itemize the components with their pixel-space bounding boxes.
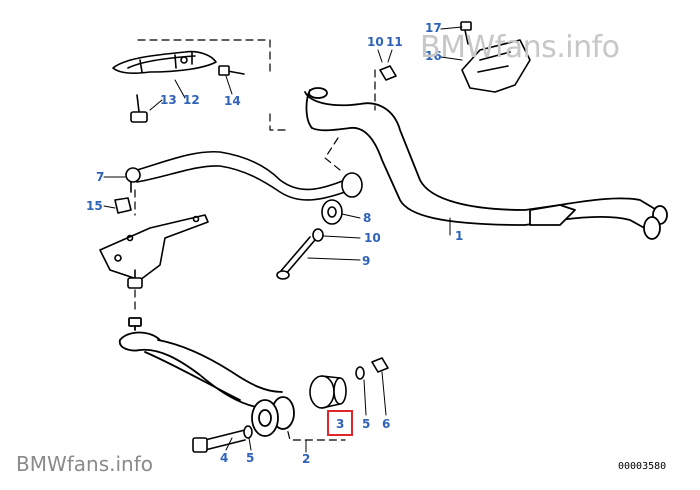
highlight-box-part-3 xyxy=(327,410,353,436)
callout-12: 12 xyxy=(183,93,200,107)
bolt-part-9 xyxy=(276,236,316,280)
leader-lines xyxy=(103,26,463,453)
nut-part-11 xyxy=(379,65,397,81)
support-bracket xyxy=(99,197,209,289)
callout-9: 9 xyxy=(362,254,370,268)
callout-13: 13 xyxy=(160,93,177,107)
callout-16: 16 xyxy=(425,49,442,63)
callout-1: 1 xyxy=(455,229,463,243)
callout-8: 8 xyxy=(363,211,371,225)
callout-10-upper: 10 xyxy=(367,35,384,49)
washer-part-5-right xyxy=(355,366,365,380)
callout-10-lower: 10 xyxy=(364,231,381,245)
callout-14: 14 xyxy=(224,94,241,108)
tie-rod-part-7 xyxy=(125,150,363,201)
callout-labels: 1 2 3 4 5 5 6 7 8 9 10 10 11 12 13 14 15… xyxy=(86,21,463,466)
watermark-top: BMWfans.info xyxy=(420,30,620,65)
callout-2: 2 xyxy=(302,452,310,466)
callout-5-left: 5 xyxy=(246,451,254,465)
callout-17: 17 xyxy=(425,21,442,35)
callout-15: 15 xyxy=(86,199,103,213)
callout-5-right: 5 xyxy=(362,417,370,431)
callout-7: 7 xyxy=(96,170,104,184)
washer-part-10 xyxy=(312,228,324,242)
bracket-assembly xyxy=(112,50,245,123)
nut-part-6 xyxy=(371,357,389,373)
stabilizer-bar-part-1 xyxy=(304,87,668,240)
bushing-part-3 xyxy=(309,375,347,409)
callout-4: 4 xyxy=(220,451,228,465)
callout-6: 6 xyxy=(382,417,390,431)
watermark-bottom: BMWfans.info xyxy=(16,452,154,476)
bushing-part-8 xyxy=(321,199,343,225)
diagram-code: 00003580 xyxy=(618,461,667,472)
plate-assembly xyxy=(460,21,531,93)
bolt-part-4 xyxy=(192,429,246,453)
callout-11: 11 xyxy=(386,35,403,49)
washer-part-5-left xyxy=(243,425,253,439)
control-arm-part-2 xyxy=(118,317,295,437)
callout-3: 3 xyxy=(336,417,344,431)
